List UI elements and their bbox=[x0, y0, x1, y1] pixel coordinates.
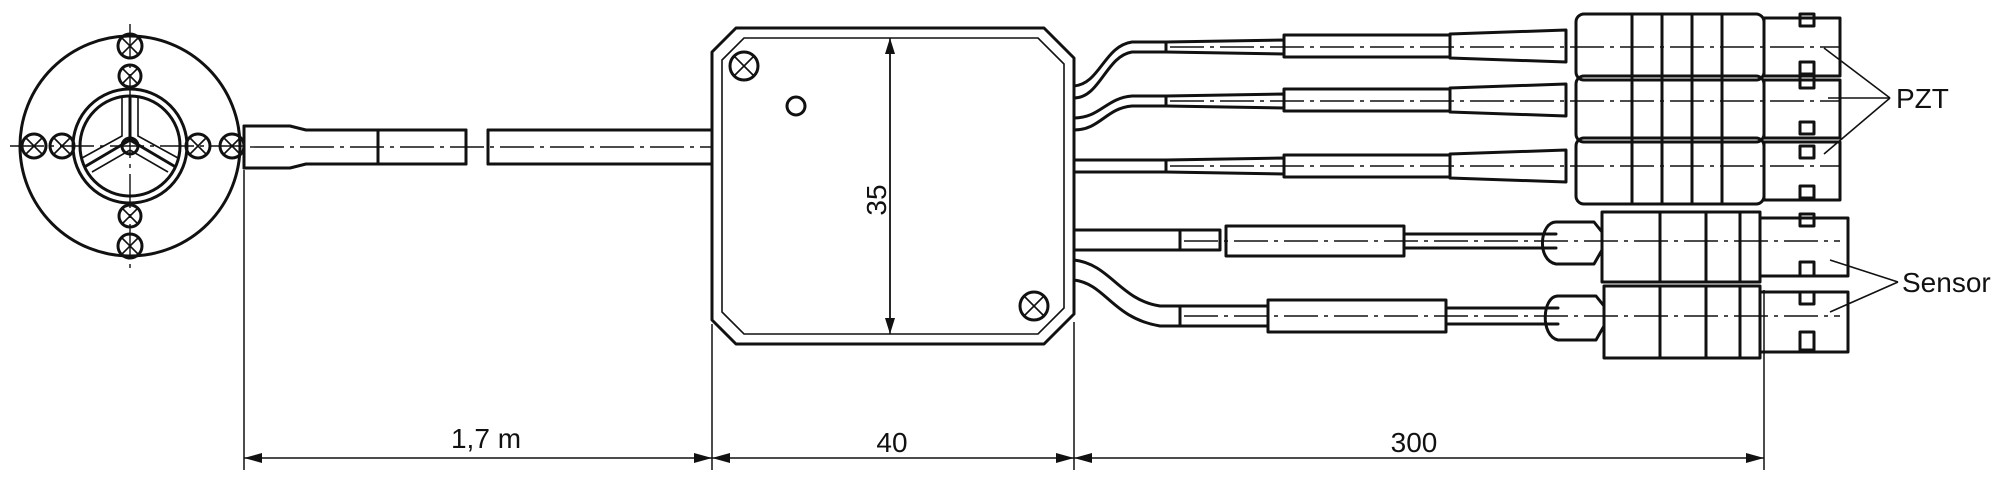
sensor-callout: Sensor bbox=[1829, 259, 1991, 313]
bottom-dimensions: 1,7 m 40 300 bbox=[243, 170, 1765, 470]
main-cable bbox=[242, 124, 714, 170]
screw-icon bbox=[1018, 290, 1050, 322]
screw-icon bbox=[20, 132, 48, 160]
sensor-connector bbox=[1543, 284, 1850, 360]
output-cables bbox=[1072, 28, 1840, 334]
pzt-cable-2 bbox=[1164, 82, 1840, 118]
pzt-callout: PZT bbox=[1823, 47, 1949, 155]
screw-icon bbox=[117, 203, 143, 229]
pzt-connector bbox=[1574, 74, 1842, 144]
led-indicator bbox=[785, 95, 807, 117]
cable-length-dimension: 1,7 m bbox=[451, 423, 521, 454]
screw-icon bbox=[116, 32, 144, 60]
screw-icon bbox=[48, 132, 76, 160]
box-width-dimension: 40 bbox=[876, 427, 907, 458]
sensor-label: Sensor bbox=[1902, 267, 1991, 298]
pzt-cable-1 bbox=[1164, 28, 1840, 64]
pzt-connector bbox=[1574, 12, 1842, 82]
screw-icon bbox=[184, 132, 212, 160]
screw-icon bbox=[117, 63, 143, 89]
sensor-cable-2 bbox=[1178, 298, 1840, 334]
pzt-connector bbox=[1574, 136, 1842, 206]
screw-icon bbox=[116, 232, 144, 260]
electronics-box: 35 bbox=[710, 26, 1076, 346]
pzt-cable-3 bbox=[1164, 148, 1840, 184]
sensor-cable-1 bbox=[1178, 224, 1840, 258]
pzt-label: PZT bbox=[1896, 83, 1949, 114]
pzt-connectors bbox=[1574, 12, 1842, 206]
actuator-head bbox=[10, 24, 250, 268]
box-height-dimension: 35 bbox=[861, 184, 892, 215]
connector-length-dimension: 300 bbox=[1391, 427, 1438, 458]
screw-icon bbox=[728, 50, 760, 82]
sensor-connectors bbox=[1541, 210, 1850, 360]
sensor-connector bbox=[1541, 210, 1850, 284]
